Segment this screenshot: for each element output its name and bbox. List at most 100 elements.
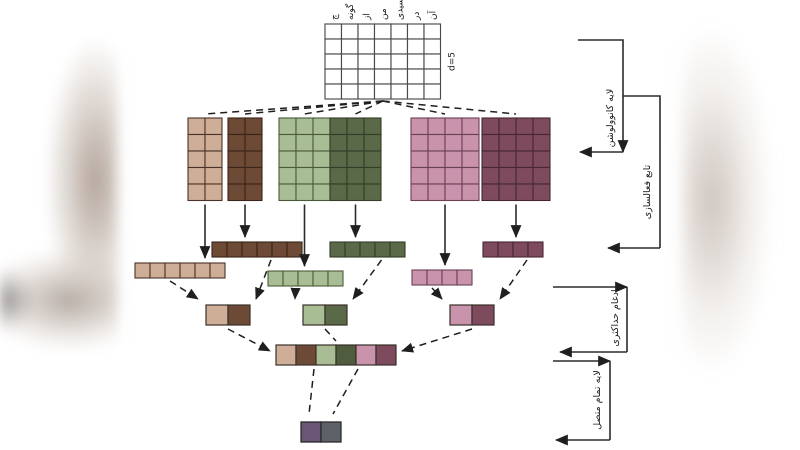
matrix-cell (340, 53, 359, 70)
matrix-cell (390, 38, 409, 55)
conv-cell (244, 150, 263, 169)
conv-block-1 (187, 117, 223, 202)
feature-cell (327, 270, 344, 287)
token-label: از (362, 13, 372, 21)
conv-cell (410, 150, 429, 169)
conv-block-5 (410, 117, 480, 202)
conv-cell (515, 183, 534, 202)
conv-cell (427, 150, 446, 169)
feature-to-pool-arrow (499, 259, 528, 300)
concat-cell (375, 344, 397, 366)
conv-cell (329, 166, 348, 185)
feature-cell (226, 241, 243, 258)
stage-label-max-pooling-1: تابع فعالسازی (642, 164, 653, 219)
conv-cell (227, 150, 246, 169)
matrix-cell (390, 83, 409, 100)
conv-cell (329, 150, 348, 169)
conv-cell (481, 117, 500, 136)
pooled-cell (205, 304, 229, 326)
conv-cell (532, 117, 551, 136)
matrix-to-conv-link (244, 100, 383, 115)
stage-label-max-pooling-2: ادغام حداکثری (610, 289, 621, 346)
conv-cell (346, 117, 365, 136)
feature-to-pool-arrow (169, 280, 199, 300)
conv-cell (515, 117, 534, 136)
feature-cell (149, 262, 166, 279)
matrix-to-conv-link (304, 100, 383, 115)
conv-cell (278, 150, 297, 169)
matrix-to-conv-link (382, 100, 446, 115)
feature-cell (389, 241, 406, 258)
feature-cell (527, 241, 544, 258)
conv-cell (312, 166, 331, 185)
token-label: پرسیدی (395, 0, 405, 20)
conv-cell (515, 150, 534, 169)
conv-cell (427, 166, 446, 185)
output-cell (320, 421, 342, 443)
feature-cell (179, 262, 196, 279)
feature-cell (271, 241, 288, 258)
token-label: چ (329, 14, 339, 20)
feature-row-1 (134, 262, 226, 279)
matrix-cell (357, 68, 376, 85)
matrix-cell (423, 23, 442, 40)
feature-cell (209, 262, 226, 279)
stage-bracket-activation (623, 95, 661, 248)
conv-cell (295, 150, 314, 169)
conv-cell (532, 133, 551, 152)
conv-cell (204, 183, 223, 202)
pooled-cell (471, 304, 495, 326)
matrix-cell (324, 53, 343, 70)
pooled-cell (227, 304, 251, 326)
matrix-cell (373, 38, 392, 55)
pool-to-concat-arrow (227, 328, 271, 352)
conv-cell (227, 183, 246, 202)
background-blur-left (0, 0, 118, 450)
feature-row-2 (211, 241, 303, 258)
conv-cell (444, 166, 463, 185)
conv-cell (227, 133, 246, 152)
matrix-cell (324, 68, 343, 85)
conv-cell (410, 117, 429, 136)
conv-cell (461, 166, 480, 185)
matrix-cell (390, 53, 409, 70)
concat-cell (275, 344, 297, 366)
token-label: آن (426, 10, 438, 20)
matrix-cell (406, 23, 425, 40)
conv-cell (244, 183, 263, 202)
matrix-cell (406, 38, 425, 55)
feature-cell (297, 270, 314, 287)
concat-cell (335, 344, 357, 366)
conv-cell (227, 166, 246, 185)
feature-to-pool-arrow (430, 287, 443, 300)
conv-cell (329, 133, 348, 152)
concat-cell (355, 344, 377, 366)
conv-cell (329, 117, 348, 136)
conv-cell (481, 183, 500, 202)
conv-cell (244, 166, 263, 185)
conv-cell (204, 133, 223, 152)
conv-cell (312, 183, 331, 202)
conv-cell (461, 117, 480, 136)
conv-cell (187, 150, 206, 169)
conv-cell (410, 183, 429, 202)
conv-cell (427, 133, 446, 152)
matrix-cell (373, 23, 392, 40)
matrix-cell (373, 53, 392, 70)
conv-cell (204, 150, 223, 169)
conv-cell (532, 150, 551, 169)
feature-cell (456, 269, 473, 286)
concat-cell (315, 344, 337, 366)
feature-cell (411, 269, 428, 286)
matrix-cell (357, 38, 376, 55)
matrix-cell (357, 83, 376, 100)
conv-cell (498, 166, 517, 185)
conv-block-3 (278, 117, 331, 202)
feature-cell (329, 241, 346, 258)
conv-cell (312, 133, 331, 152)
matrix-cell (423, 38, 442, 55)
feature-cell (286, 241, 303, 258)
stage-label-fully-connected: لایه تمام متصل (592, 370, 603, 430)
